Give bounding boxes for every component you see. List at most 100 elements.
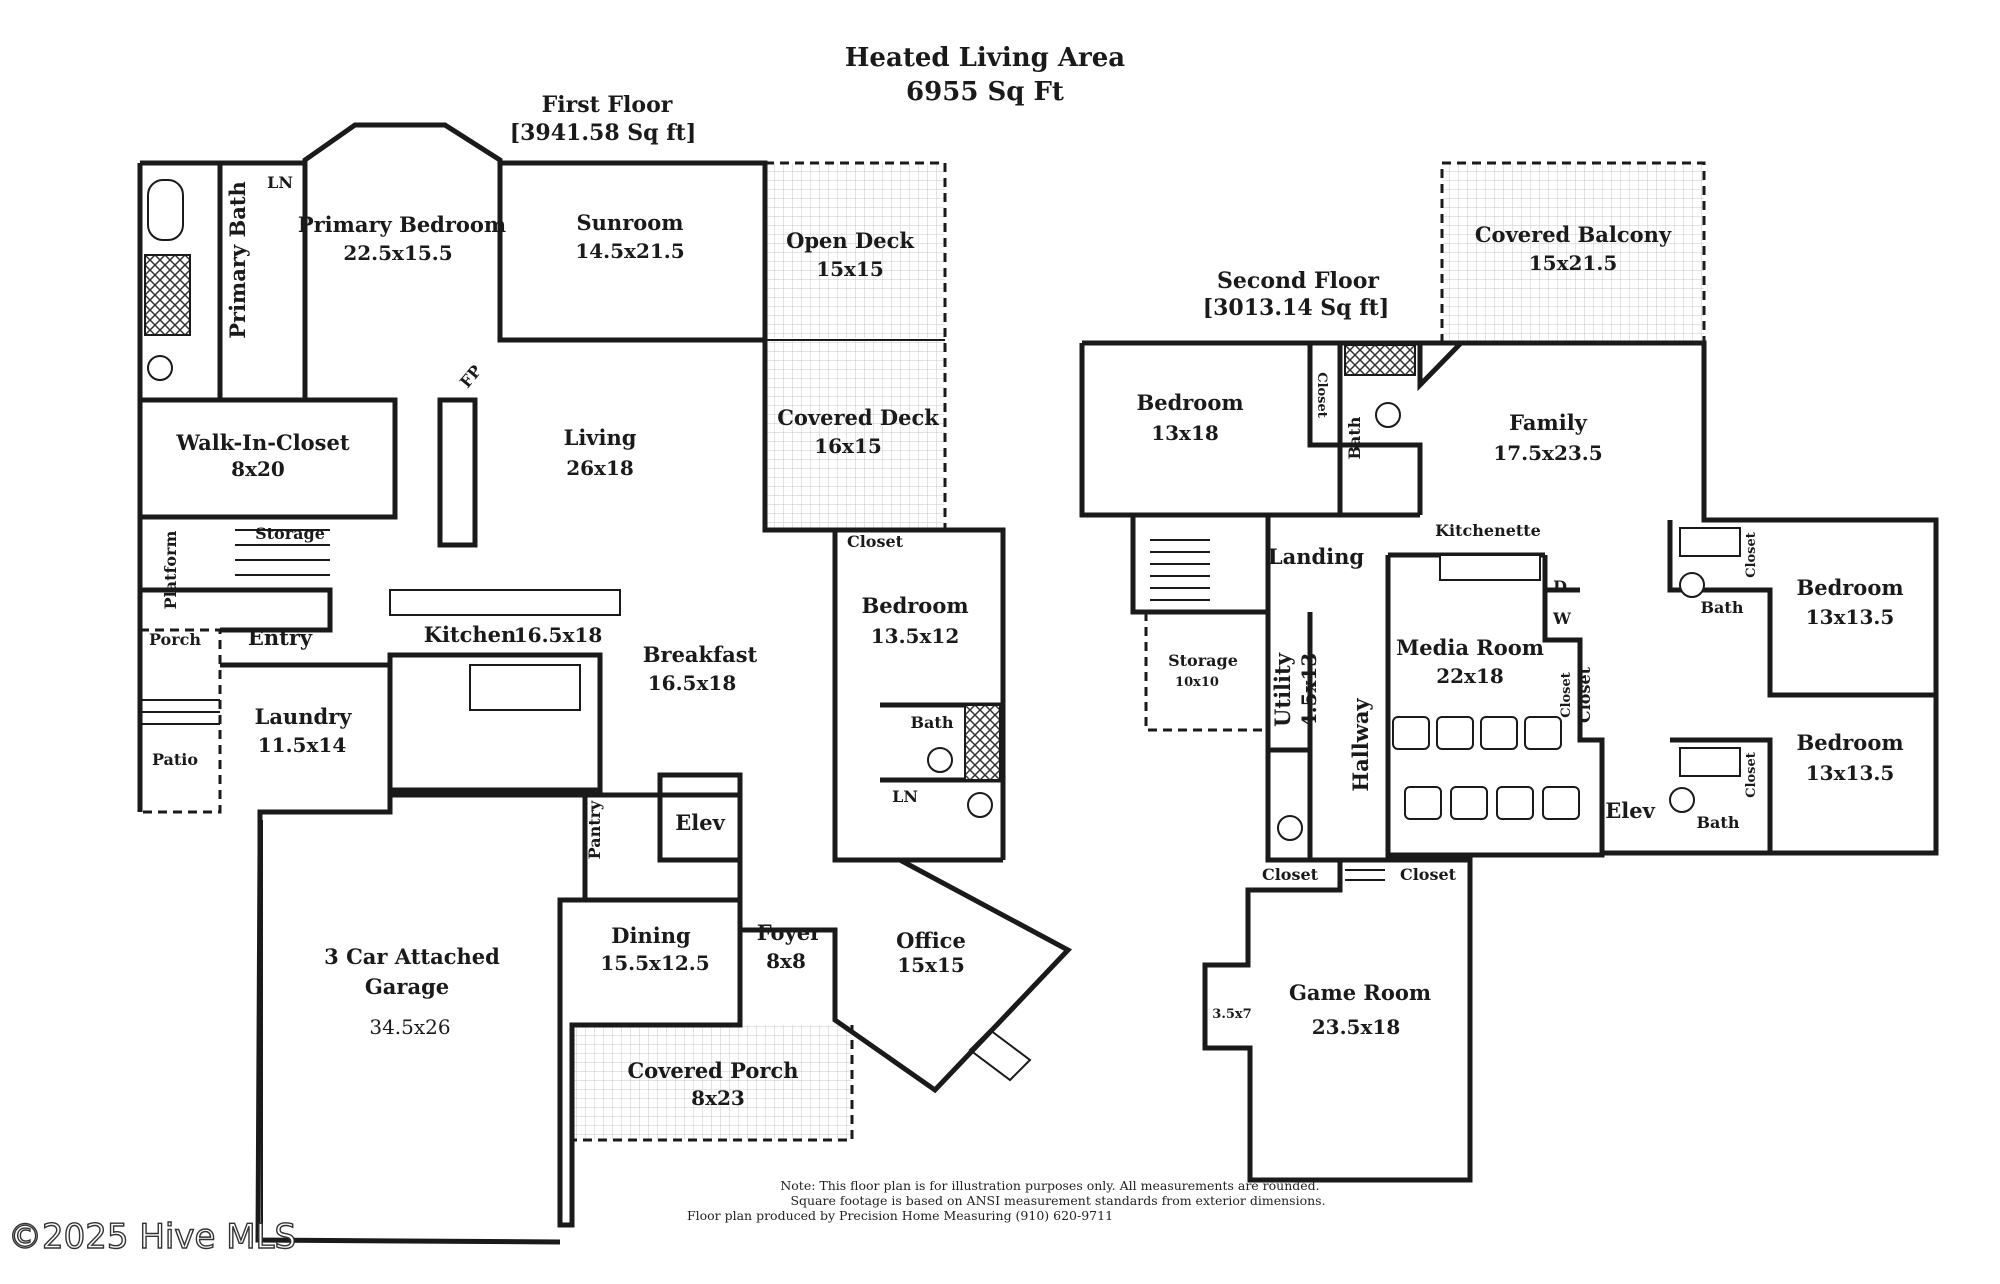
room-name: Hallway	[1348, 698, 1373, 792]
bath-2-walls	[1337, 343, 1423, 515]
covered-porch-edge	[572, 1025, 854, 1142]
room-name: Bath	[911, 713, 954, 732]
room-dim: 16.5x18	[514, 623, 602, 647]
room-dim: 15x21.5	[1529, 251, 1617, 275]
room-dim: 10x10	[1175, 675, 1219, 690]
room-dim: 13.5x12	[871, 624, 959, 648]
title-line-1: Heated Living Area	[845, 43, 1125, 73]
room-name: Open Deck	[786, 228, 914, 253]
room-name: Closet	[847, 532, 904, 551]
room-name: Office	[896, 928, 966, 953]
landing-walls	[1133, 512, 1420, 612]
room-name: FP	[456, 361, 486, 391]
room-name: Covered Balcony	[1475, 222, 1672, 247]
room-name: Foyer	[757, 920, 822, 945]
garage-outer-wall	[255, 792, 588, 1245]
note-line-2: Square footage is based on ANSI measurem…	[790, 1193, 1325, 1208]
room-name: 3.5x7	[1212, 1007, 1251, 1022]
room-name: Garage	[365, 974, 449, 999]
room-name: Primary Bedroom	[298, 212, 506, 237]
primary-shower	[144, 254, 191, 336]
disclaimer-note: Note: This floor plan is for illustratio…	[687, 1178, 1326, 1223]
media-room-seating	[1392, 716, 1580, 820]
bath-1-shower	[964, 704, 1001, 781]
open-deck-edge	[765, 161, 947, 530]
bath-4-toilet	[1669, 787, 1695, 813]
bedroom-1-walls	[832, 530, 1003, 863]
first-floor-outer-wall-east	[569, 857, 1073, 1140]
room-name: Bedroom	[1796, 575, 1903, 600]
room-name: Entry	[248, 625, 313, 650]
room-name: Closet	[1262, 865, 1319, 884]
room-name: Bedroom	[861, 593, 968, 618]
room-name: Porch	[149, 630, 201, 649]
room-name: Elev	[675, 810, 725, 835]
kitchen-island	[469, 664, 581, 711]
room-name: Bath	[1345, 416, 1364, 459]
room-name: D	[1553, 577, 1567, 596]
closet-walls	[1542, 555, 1605, 855]
room-name: Landing	[1268, 544, 1365, 569]
bedroom-3-walls	[1667, 520, 1936, 698]
plan-title: Heated Living Area 6955 Sq Ft	[845, 43, 1125, 107]
room-dim: 4.5x13	[1297, 653, 1321, 728]
open-deck-fill	[765, 163, 945, 338]
covered-balcony-fill	[1442, 163, 1704, 343]
room-dim: 16x15	[814, 434, 882, 458]
second-floor-west-wall	[1079, 343, 1340, 863]
room-name: Sunroom	[577, 210, 684, 235]
kitchenette-counter	[1439, 554, 1541, 581]
room-name: LN	[892, 787, 918, 806]
covered-porch-fill	[572, 1025, 852, 1140]
kitchen-bar	[389, 589, 621, 616]
watermark: ©2025 Hive MLS	[8, 1217, 296, 1257]
room-name: Pantry	[585, 800, 604, 859]
bath-2-toilet	[1375, 402, 1401, 428]
first-floor-labels: Primary Bedroom 22.5x15.5 Sunroom 14.5x2…	[149, 173, 969, 1110]
room-name: Closet	[1559, 672, 1574, 718]
porch-patio-outline	[138, 628, 222, 814]
room-name: Bath	[1701, 598, 1744, 617]
room-dim: 8x23	[691, 1086, 745, 1110]
room-name: Bath	[1697, 813, 1740, 832]
kitchen-counter	[387, 652, 603, 793]
room-dim: 15.5x12.5	[600, 951, 709, 975]
room-name: Platform	[161, 531, 180, 610]
room-name: Closet	[1744, 752, 1759, 798]
room-name: Primary Bath	[225, 181, 250, 339]
room-name: Media Room	[1396, 635, 1544, 660]
ln-toilet	[967, 792, 993, 818]
room-name: Utility	[1270, 652, 1295, 727]
second-floor-outer-wall	[1082, 340, 1939, 1183]
first-floor-stairs	[140, 529, 330, 725]
room-name: Patio	[152, 750, 198, 769]
room-dim: 34.5x26	[369, 1015, 450, 1039]
note-line-3: Floor plan produced by Precision Home Me…	[687, 1208, 1113, 1223]
room-name: Walk-In-Closet	[175, 430, 349, 455]
storage-outline	[1144, 612, 1268, 732]
utility-toilet	[1277, 815, 1303, 841]
room-name: Dining	[611, 923, 691, 948]
room-name: Family	[1509, 410, 1588, 435]
covered-deck-fill	[765, 340, 945, 530]
room-dim: 15x15	[816, 257, 884, 281]
room-name: Elev	[1605, 798, 1655, 823]
second-floor-stairs	[1150, 539, 1385, 881]
second-floor-name: Second Floor	[1217, 268, 1379, 294]
walk-in-closet-walls	[140, 397, 398, 520]
title-line-2: 6955 Sq Ft	[906, 77, 1064, 107]
room-name: Storage	[1168, 651, 1238, 670]
room-name: Closet	[1744, 532, 1759, 578]
room-dim: 11.5x14	[258, 733, 347, 757]
room-name: Kitchenette	[1435, 521, 1541, 540]
second-floor-labels: Covered Balcony 15x21.5 Bedroom 13x18 Cl…	[1136, 222, 1903, 1039]
room-name: Closet	[1314, 372, 1329, 418]
room-dim: 8x8	[766, 949, 806, 973]
sunroom-wall	[497, 163, 765, 343]
bedroom-4-walls	[1670, 737, 1773, 853]
room-name: Closet	[1400, 865, 1457, 884]
room-dim: 8x20	[231, 457, 285, 481]
room-name: Covered Porch	[627, 1058, 798, 1083]
